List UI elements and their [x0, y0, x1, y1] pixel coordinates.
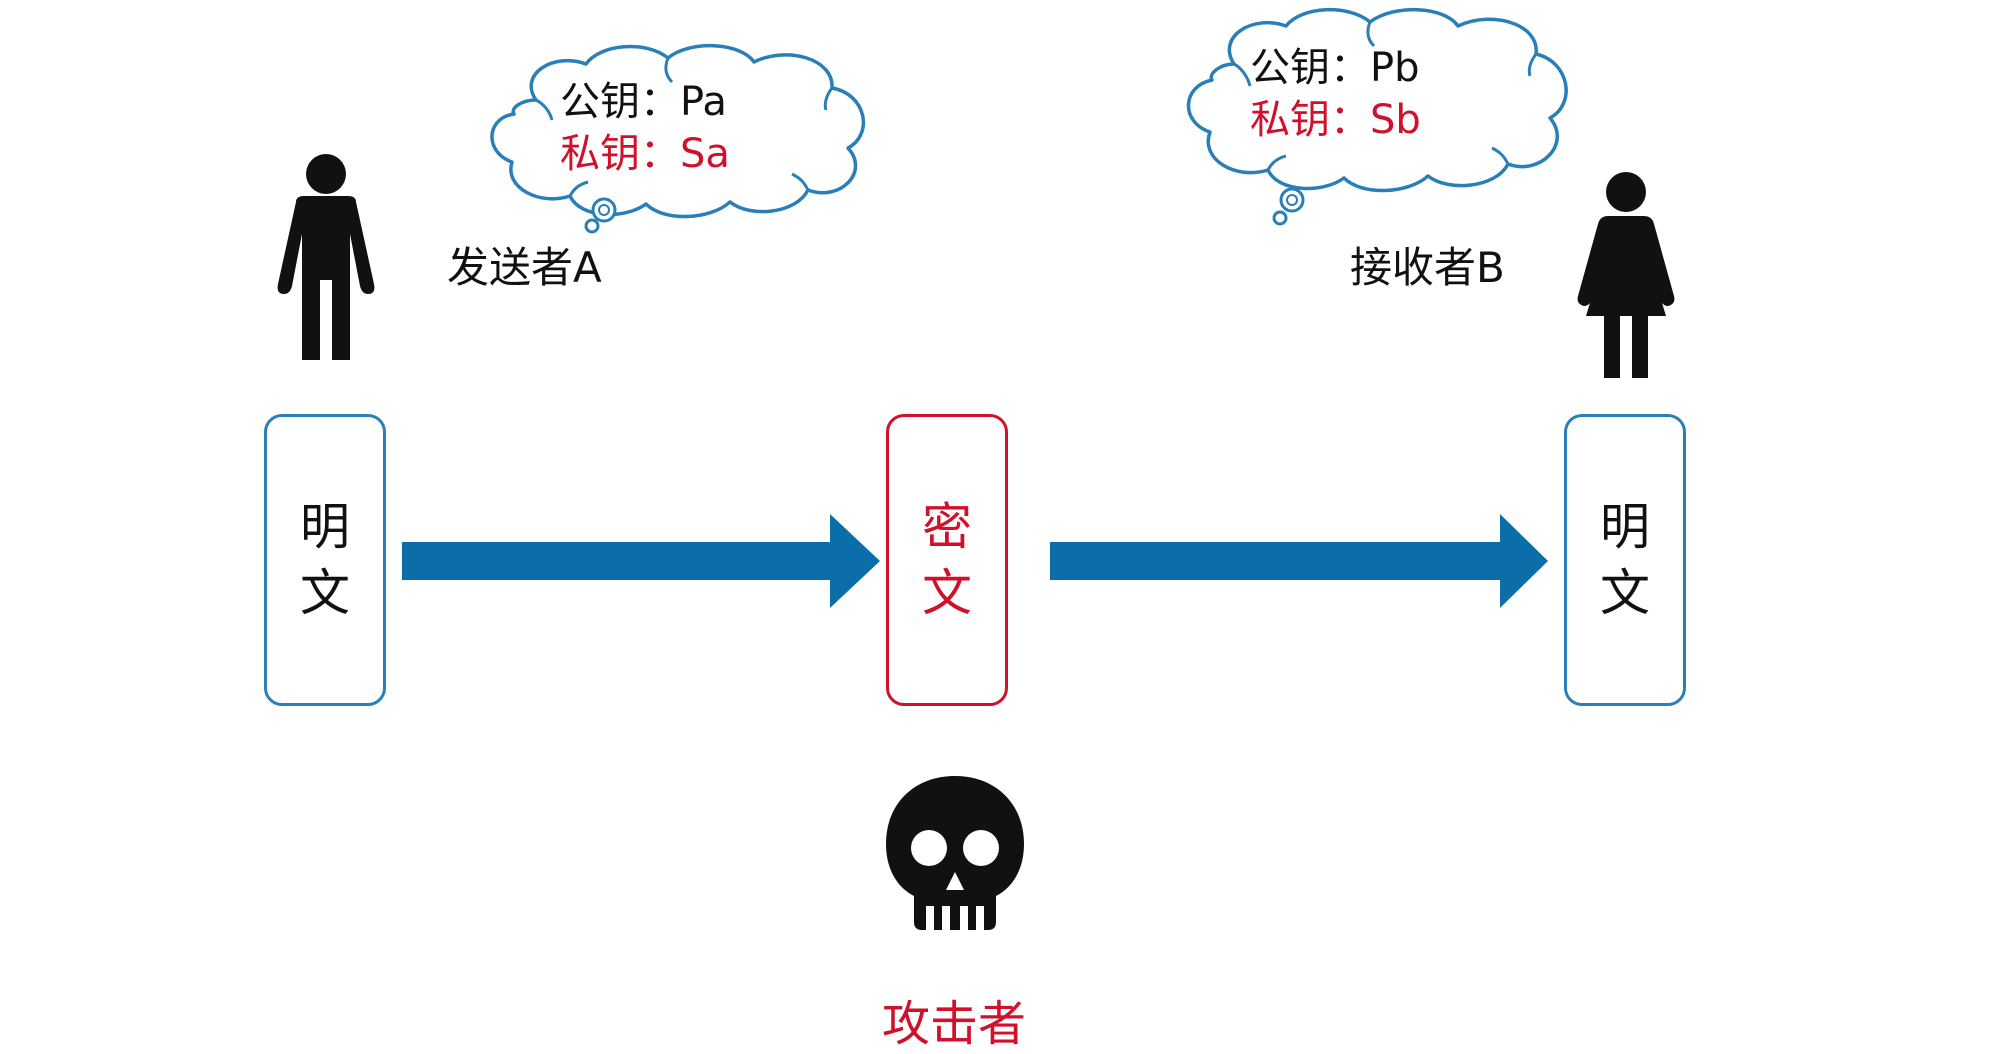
ciphertext-char: 密	[922, 498, 972, 556]
sender-key-cloud: 公钥：Pa 私钥：Sa	[478, 38, 888, 234]
plaintext-char: 明	[1600, 498, 1650, 556]
man-icon	[277, 154, 375, 360]
plaintext-char: 文	[300, 564, 350, 622]
woman-icon	[1577, 172, 1675, 378]
ciphertext-box: 密 文	[886, 414, 1008, 706]
encrypt-arrow	[402, 514, 880, 608]
thought-cloud-icon	[490, 43, 866, 234]
sender-public-key: 公钥：Pa	[560, 79, 727, 125]
receiver-private-key: 私钥：Sb	[1250, 97, 1421, 143]
attacker-label: 攻击者	[882, 996, 1027, 1052]
plaintext-char: 文	[1600, 564, 1650, 622]
plaintext-char: 明	[300, 498, 350, 556]
decrypt-arrow	[1050, 514, 1548, 608]
plaintext-box-receiver: 明 文	[1564, 414, 1686, 706]
sender-private-key: 私钥：Sa	[560, 131, 730, 177]
thought-cloud-icon	[1186, 7, 1568, 226]
sender-label: 发送者A	[447, 243, 602, 292]
receiver-public-key: 公钥：Pb	[1250, 45, 1420, 91]
skull-icon	[886, 776, 1024, 930]
receiver-label: 接收者B	[1350, 243, 1505, 292]
ciphertext-char: 文	[922, 564, 972, 622]
receiver-key-cloud: 公钥：Pb 私钥：Sb	[1174, 6, 1584, 231]
plaintext-box-sender: 明 文	[264, 414, 386, 706]
